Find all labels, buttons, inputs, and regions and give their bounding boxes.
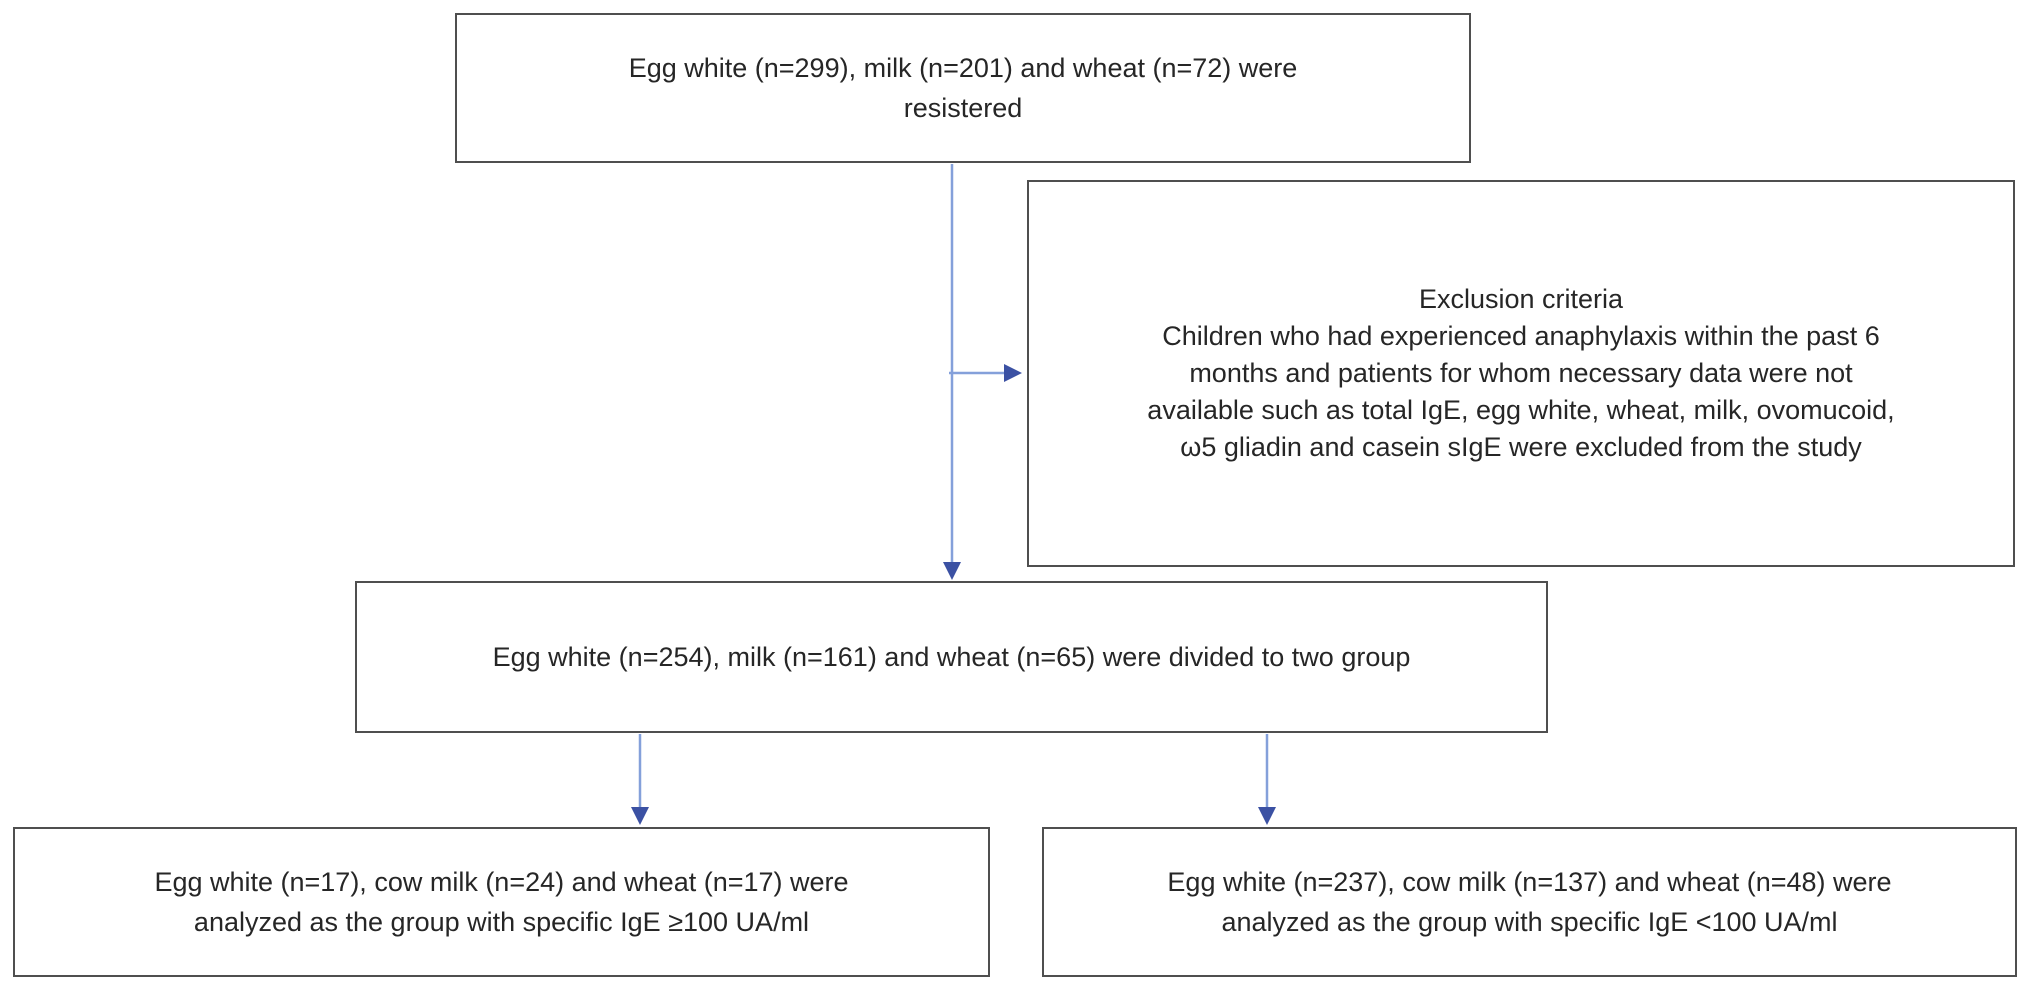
divided-box: Egg white (n=254), milk (n=161) and whea… <box>355 581 1548 733</box>
exclusion-text-line: months and patients for whom necessary d… <box>1189 358 1853 388</box>
arrowhead-down-icon <box>631 807 649 825</box>
connector-divided-to-low <box>1258 734 1276 825</box>
exclusion-text-line: available such as total IgE, egg white, … <box>1147 395 1895 425</box>
high-ige-text-line: analyzed as the group with specific IgE … <box>193 907 810 937</box>
connector-to-exclusion <box>949 364 1022 382</box>
connector-divided-to-high <box>631 734 649 825</box>
low-ige-group-box: Egg white (n=237), cow milk (n=137) and … <box>1042 827 2017 977</box>
low-ige-text-line: analyzed as the group with specific IgE … <box>1221 907 1838 937</box>
exclusion-criteria-box: Exclusion criteria Children who had expe… <box>1027 180 2015 567</box>
arrowhead-down-icon <box>943 562 961 580</box>
high-ige-text-line: Egg white (n=17), cow milk (n=24) and wh… <box>154 867 849 897</box>
low-ige-text-line: Egg white (n=237), cow milk (n=137) and … <box>1167 867 1892 897</box>
exclusion-title: Exclusion criteria <box>1418 284 1624 314</box>
arrowhead-down-icon <box>1258 807 1276 825</box>
registered-text-line: resistered <box>903 93 1023 123</box>
exclusion-text-line: ω5 gliadin and casein sIgE were excluded… <box>1180 432 1862 462</box>
high-ige-group-box: Egg white (n=17), cow milk (n=24) and wh… <box>13 827 990 977</box>
exclusion-text-line: Children who had experienced anaphylaxis… <box>1162 321 1880 351</box>
connector-registered-to-divided <box>943 164 961 580</box>
arrowhead-right-icon <box>1004 364 1022 382</box>
divided-text-line: Egg white (n=254), milk (n=161) and whea… <box>492 642 1411 672</box>
registered-text-line: Egg white (n=299), milk (n=201) and whea… <box>628 53 1298 83</box>
registered-box: Egg white (n=299), milk (n=201) and whea… <box>455 13 1471 163</box>
